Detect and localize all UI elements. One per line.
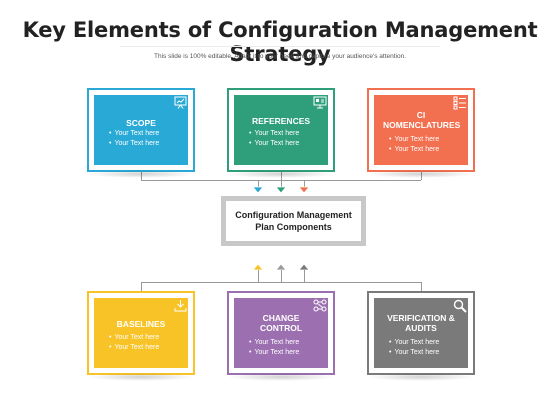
card-scope: SCOPE Your Text here Your Text here — [87, 88, 195, 172]
card-ci-bullets: Your Text here Your Text here — [394, 135, 469, 155]
card-verification: VERIFICATION & AUDITS Your Text here You… — [367, 291, 475, 375]
card-references-bullet-1: Your Text here — [254, 129, 329, 139]
card-baselines-title: BASELINES — [116, 319, 166, 329]
card-references-bullets: Your Text here Your Text here — [254, 129, 329, 149]
card-references: REFERENCES Your Text here Your Text here — [227, 88, 335, 172]
card-baselines-bullet-1: Your Text here — [114, 333, 189, 343]
list-icon — [453, 96, 467, 112]
connector-references-down — [281, 170, 282, 180]
card-verification-shadow — [367, 373, 475, 381]
connector-arrow-middle — [281, 180, 282, 188]
connector-bottom-arrow-right — [304, 270, 305, 282]
card-verification-bullet-1: Your Text here — [394, 338, 469, 348]
card-references-shadow — [227, 170, 335, 178]
card-references-title: REFERENCES — [251, 116, 311, 126]
network-icon — [313, 299, 327, 314]
card-verification-bullets: Your Text here Your Text here — [394, 338, 469, 358]
card-ci-bullet-2: Your Text here — [394, 145, 469, 155]
card-change-shadow — [227, 373, 335, 381]
card-change-bullet-2: Your Text here — [254, 348, 329, 358]
connector-bottom-arrow-left — [258, 270, 259, 282]
card-scope-title: SCOPE — [126, 118, 156, 128]
card-baselines: BASELINES Your Text here Your Text here — [87, 291, 195, 375]
card-ci-bullet-1: Your Text here — [394, 135, 469, 145]
card-ci: CI NOMENCLATURES Your Text here Your Tex… — [367, 88, 475, 172]
card-change-bullets: Your Text here Your Text here — [254, 338, 329, 358]
card-scope-bullet-1: Your Text here — [114, 129, 189, 139]
search-icon — [453, 299, 467, 315]
monitor-icon — [313, 96, 327, 111]
card-ci-title: CI NOMENCLATURES — [383, 110, 461, 130]
connector-baselines-up — [141, 282, 142, 291]
center-box: Configuration Management Plan Components — [221, 196, 366, 246]
card-ci-shadow — [367, 170, 475, 178]
card-baselines-shadow — [87, 373, 195, 381]
connector-arrow-right — [304, 180, 305, 188]
card-references-bullet-2: Your Text here — [254, 139, 329, 149]
card-baselines-bullet-2: Your Text here — [114, 343, 189, 353]
card-scope-bullet-2: Your Text here — [114, 139, 189, 149]
center-box-label: Configuration Management Plan Components — [235, 210, 352, 232]
presentation-icon — [174, 96, 187, 111]
card-scope-bullets: Your Text here Your Text here — [114, 129, 189, 149]
card-verification-bullet-2: Your Text here — [394, 348, 469, 358]
card-verification-title: VERIFICATION & AUDITS — [387, 313, 455, 333]
connector-scope-down — [141, 170, 142, 180]
card-change: CHANGE CONTROL Your Text here Your Text … — [227, 291, 335, 375]
card-change-bullet-1: Your Text here — [254, 338, 329, 348]
download-icon — [174, 299, 187, 314]
connector-verification-up — [421, 282, 422, 291]
title-divider — [120, 46, 440, 47]
card-scope-shadow — [87, 170, 195, 178]
connector-ci-down — [421, 170, 422, 180]
connector-bottom-arrow-middle — [281, 270, 282, 282]
page-subtitle: This slide is 100% editable. Adapt it to… — [153, 53, 406, 60]
card-baselines-bullets: Your Text here Your Text here — [114, 333, 189, 353]
connector-arrow-left — [258, 180, 259, 188]
connector-bottom-horizontal — [141, 282, 421, 283]
card-change-title: CHANGE CONTROL — [259, 313, 303, 333]
